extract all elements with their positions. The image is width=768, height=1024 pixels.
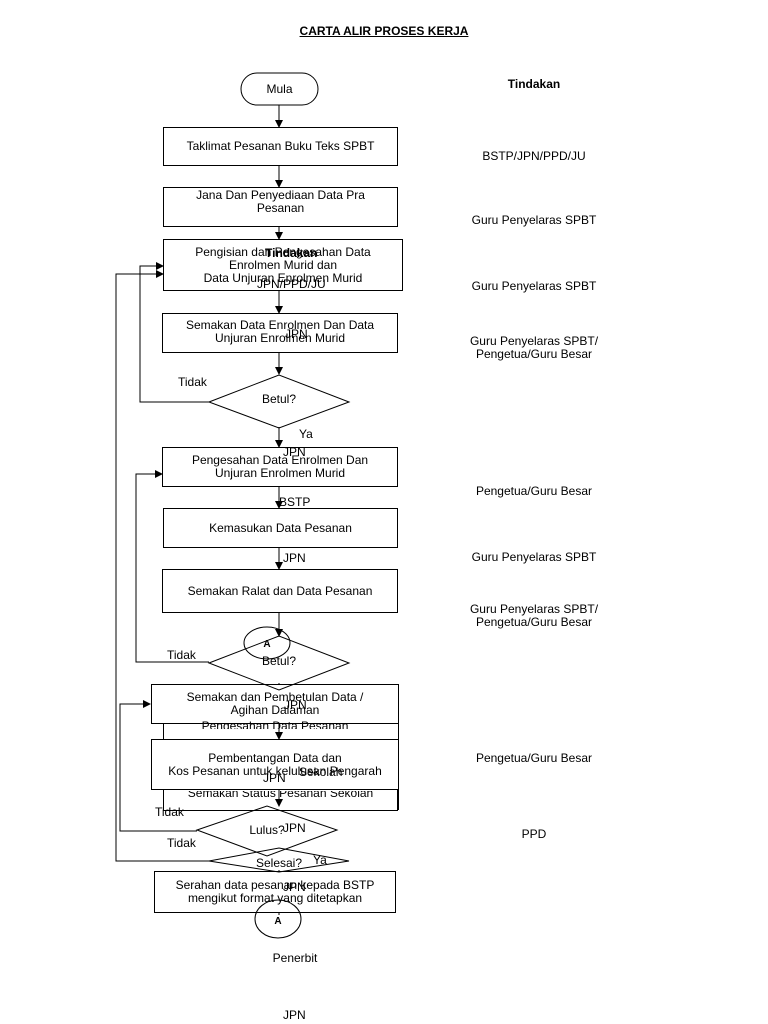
- overlay-label: JPN: [283, 821, 306, 835]
- decision-label-lulus: Lulus?: [249, 823, 285, 837]
- responsible-line: Guru Penyelaras SPBT/: [469, 334, 599, 348]
- process-label: Pesanan: [256, 201, 305, 215]
- process-semakan-status-box: [163, 790, 398, 811]
- process-label: Pembentangan Data dan: [208, 750, 342, 765]
- responsible-label: Pengetua/Guru Besar: [475, 484, 593, 498]
- responsible-label: Guru Penyelaras SPBT/Pengetua/Guru Besar: [434, 335, 634, 361]
- responsible-label: Guru Penyelaras SPBT: [471, 550, 597, 564]
- responsible-line: Pengetua/Guru Besar: [475, 347, 593, 361]
- process-label: Enrolmen Murid dan: [228, 257, 338, 272]
- overlay-label: JPN: [284, 698, 307, 712]
- process-label: Unjuran Enrolmen Murid: [214, 466, 346, 480]
- process-taklimat-pesanan: Taklimat Pesanan Buku Teks SPBT: [163, 127, 398, 166]
- responsible-label: Guru Penyelaras SPBT/Pengetua/Guru Besar: [434, 603, 634, 629]
- overlay-label: Sekolah: [299, 765, 343, 779]
- responsible-label: BSTP/JPN/PPD/JU: [482, 149, 586, 163]
- responsible-line: Guru Penyelaras SPBT/: [469, 602, 599, 616]
- overlay-label: JPN: [263, 771, 286, 785]
- responsible-label: Guru Penyelaras SPBT: [471, 279, 597, 293]
- decision-diamond-4: [208, 847, 350, 873]
- decision-label-selesai: Selesai?: [255, 856, 303, 870]
- edge-label-ya-1: Ya: [299, 427, 313, 441]
- process-label: Unjuran Enrolmen Murid: [214, 331, 346, 345]
- start-label: Mula: [266, 82, 293, 96]
- process-label: Serahan data pesanan kepada BSTP: [175, 878, 375, 892]
- decision-label-betul-1: Betul?: [261, 392, 297, 406]
- decision-label-betul-2: Betul?: [261, 654, 297, 668]
- process-label: Data Unjuran Enrolmen Murid: [203, 270, 363, 285]
- tindakan-header: Tindakan: [507, 77, 561, 91]
- decision-diamond-1: [207, 374, 351, 429]
- process-semakan-status: Semakan Status Pesanan Sekolah: [187, 786, 374, 800]
- connector-a-top: A: [263, 639, 271, 650]
- process-label: Pengesahan Data Enrolmen Dan: [191, 453, 369, 467]
- overlay-label: JPN: [283, 445, 306, 459]
- process-semakan-pembetulan: Semakan dan Pembetulan Data /Agihan Dala…: [151, 684, 399, 724]
- process-label: mengikut format yang ditetapkan: [187, 891, 363, 905]
- page-title: CARTA ALIR PROSES KERJA: [299, 24, 469, 38]
- responsible-line: Pengetua/Guru Besar: [475, 615, 593, 629]
- overlay-label: JPN: [283, 880, 306, 894]
- process-label: Kemasukan Data Pesanan: [209, 520, 352, 535]
- process-label: Jana Dan Penyediaan Data Pra: [196, 188, 365, 202]
- edge-label-tidak-2: Tidak: [167, 648, 196, 662]
- process-label: Semakan Ralat dan Data Pesanan: [187, 583, 373, 598]
- overlay-label: JPN: [283, 551, 306, 565]
- connector-circle-bottom: [254, 899, 302, 939]
- overlay-label: JPN/PPD/JU: [257, 277, 326, 291]
- edge-label-ya-2: Ya: [313, 853, 327, 867]
- connector-circle-top: [243, 626, 291, 660]
- process-kemasukan-data: Kemasukan Data Pesanan: [163, 508, 398, 548]
- decision-diamond-3: [195, 805, 339, 857]
- process-label: Pengisian dan Pengesahan Data: [195, 244, 371, 259]
- process-label: Agihan Dalaman: [230, 703, 320, 717]
- process-label: Semakan Data Enrolmen Dan Data: [185, 318, 375, 332]
- responsible-label: PPD: [521, 827, 547, 841]
- edge-label-tidak-3: Tidak: [155, 805, 184, 819]
- process-semakan-ralat: Semakan Ralat dan Data Pesanan: [162, 569, 398, 613]
- overlay-tindakan: Tindakan: [265, 246, 318, 260]
- process-label: Semakan dan Pembetulan Data /: [186, 690, 364, 704]
- overlay-label: BSTP: [279, 495, 311, 509]
- overlay-label: JPN: [285, 327, 308, 341]
- process-label: Kos Pesanan untuk kelulusan Pengarah: [168, 763, 382, 778]
- process-pengesahan-pesanan: Pengesahan Data Pesanan: [201, 719, 349, 733]
- overlay-label: JPN: [283, 1008, 306, 1022]
- connector-a-bottom: A: [274, 916, 282, 927]
- responsible-label: Guru Penyelaras SPBT: [471, 213, 597, 227]
- edge-label-tidak-4: Tidak: [167, 836, 196, 850]
- responsible-label: Penerbit: [272, 951, 318, 965]
- decision-diamond-2: [207, 635, 351, 691]
- process-label: Taklimat Pesanan Buku Teks SPBT: [186, 139, 375, 153]
- edge-label-tidak-1: Tidak: [178, 375, 207, 389]
- responsible-label: Pengetua/Guru Besar: [475, 751, 593, 765]
